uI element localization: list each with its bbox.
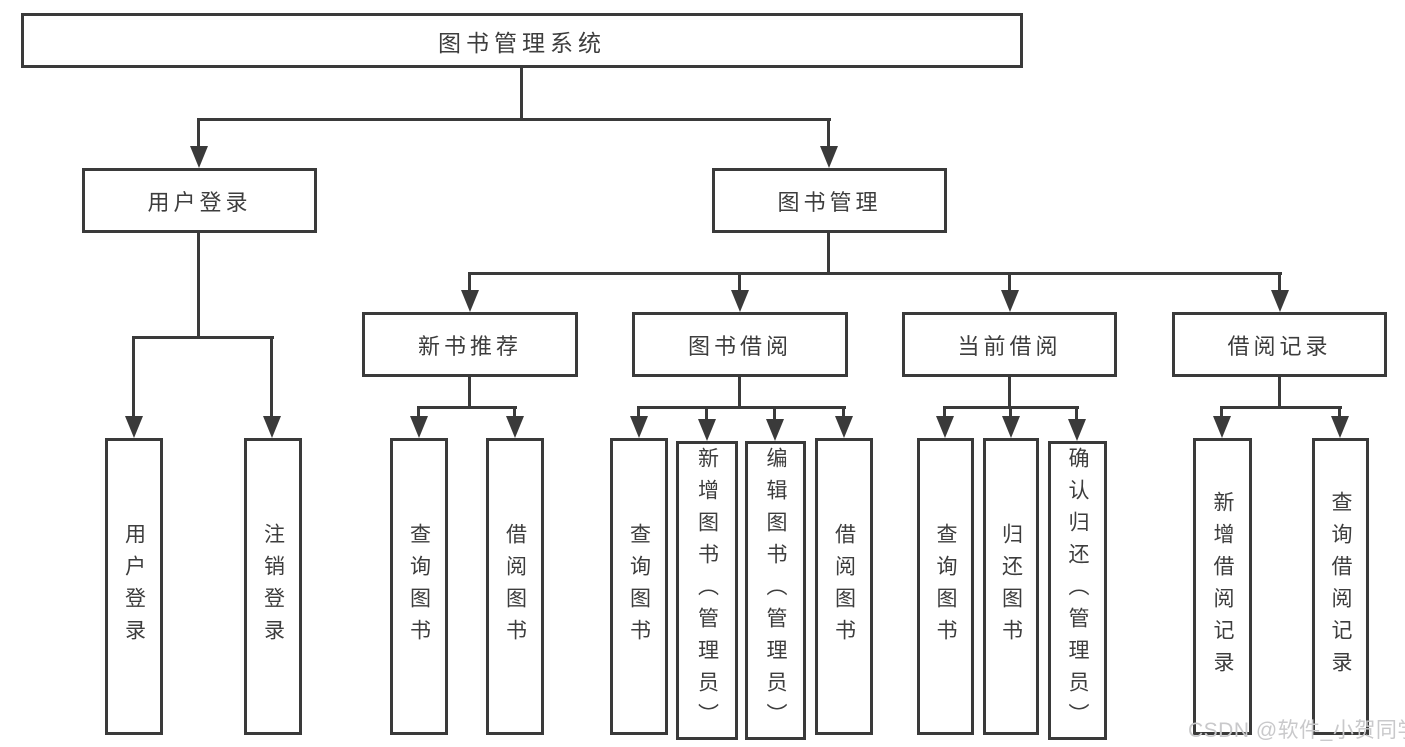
node-bb-query: 查询图书 <box>610 438 668 735</box>
connector-line <box>738 272 741 290</box>
arrow-down-icon <box>1213 416 1231 438</box>
node-label: 新增图书（管理员） <box>695 446 719 735</box>
connector-line <box>1278 272 1281 290</box>
arrow-down-icon <box>820 146 838 168</box>
connector-line <box>705 406 708 419</box>
node-bb-borrow: 借阅图书 <box>815 438 873 735</box>
node-borrow-records: 借阅记录 <box>1172 312 1387 377</box>
node-label: 图书借阅 <box>687 333 792 359</box>
node-current-borrow: 当前借阅 <box>902 312 1117 377</box>
node-new-book-rec: 新书推荐 <box>362 312 578 377</box>
node-book-mgmt: 图书管理 <box>712 168 947 233</box>
arrow-down-icon <box>263 416 281 438</box>
node-br-query: 查询借阅记录 <box>1312 438 1369 735</box>
connector-line <box>1338 406 1341 416</box>
node-label: 用户登录 <box>122 522 146 651</box>
node-label: 归还图书 <box>999 522 1023 651</box>
connector-line <box>773 406 776 419</box>
node-user-login: 用户登录 <box>105 438 163 735</box>
node-label: 查询借阅记录 <box>1329 490 1352 683</box>
arrow-down-icon <box>1002 416 1020 438</box>
connector-line <box>1278 377 1281 407</box>
connector-line <box>1220 406 1342 409</box>
node-label: 图书管理 <box>777 189 882 215</box>
arrow-down-icon <box>461 290 479 312</box>
arrow-down-icon <box>835 416 853 438</box>
connector-line <box>1220 406 1223 416</box>
node-nb-query: 查询图书 <box>390 438 448 735</box>
node-label: 确认归还（管理员） <box>1066 446 1089 735</box>
connector-line <box>197 118 200 146</box>
connector-line <box>943 406 946 416</box>
connector-line <box>520 68 523 118</box>
connector-line <box>417 406 517 409</box>
connector-line <box>637 406 846 409</box>
node-book-borrow: 图书借阅 <box>632 312 848 377</box>
node-label: 注销登录 <box>261 522 285 651</box>
node-br-add: 新增借阅记录 <box>1193 438 1252 735</box>
arrow-down-icon <box>766 419 784 441</box>
node-logout: 注销登录 <box>244 438 302 735</box>
connector-line <box>197 233 200 337</box>
arrow-down-icon <box>630 416 648 438</box>
arrow-down-icon <box>1331 416 1349 438</box>
node-label: 借阅图书 <box>832 522 856 651</box>
node-cb-query: 查询图书 <box>917 438 974 735</box>
connector-line <box>827 118 830 146</box>
connector-line <box>1008 272 1011 290</box>
connector-line <box>827 233 830 273</box>
arrow-down-icon <box>125 416 143 438</box>
connector-line <box>1008 377 1011 407</box>
connector-line <box>468 377 471 407</box>
node-label: 查询图书 <box>407 522 431 651</box>
connector-line <box>132 336 135 416</box>
connector-line <box>513 406 516 416</box>
watermark-text: CSDN @软件_小贺同学 <box>1188 719 1405 742</box>
node-bb-add: 新增图书（管理员） <box>676 441 738 740</box>
node-root: 图书管理系统 <box>21 13 1023 68</box>
node-user-login-group: 用户登录 <box>82 168 317 233</box>
arrow-down-icon <box>936 416 954 438</box>
node-label: 查询图书 <box>627 522 651 651</box>
arrow-down-icon <box>1068 419 1086 441</box>
connector-line <box>417 406 420 416</box>
connector-line <box>637 406 640 416</box>
connector-line <box>1075 406 1078 419</box>
connector-line <box>270 336 273 416</box>
connector-line <box>468 272 471 290</box>
arrow-down-icon <box>1271 290 1289 312</box>
connector-line <box>468 272 1282 275</box>
node-label: 查询图书 <box>934 522 957 651</box>
arrow-down-icon <box>731 290 749 312</box>
connector-line <box>842 406 845 416</box>
node-label: 图书管理系统 <box>438 29 606 56</box>
node-label: 新书推荐 <box>417 333 522 359</box>
node-nb-borrow: 借阅图书 <box>486 438 544 735</box>
node-cb-confirm: 确认归还（管理员） <box>1048 441 1107 740</box>
arrow-down-icon <box>506 416 524 438</box>
arrow-down-icon <box>410 416 428 438</box>
connector-line <box>1009 406 1012 416</box>
arrow-down-icon <box>698 419 716 441</box>
node-bb-edit: 编辑图书（管理员） <box>745 441 806 740</box>
node-label: 用户登录 <box>147 189 252 215</box>
connector-line <box>197 118 831 121</box>
arrow-down-icon <box>1001 290 1019 312</box>
node-label: 新增借阅记录 <box>1211 490 1234 683</box>
node-label: 借阅图书 <box>503 522 527 651</box>
arrow-down-icon <box>190 146 208 168</box>
node-label: 借阅记录 <box>1227 333 1332 359</box>
node-cb-return: 归还图书 <box>983 438 1039 735</box>
connector-line <box>132 336 274 339</box>
connector-line <box>738 377 741 407</box>
node-label: 编辑图书（管理员） <box>764 446 787 735</box>
node-label: 当前借阅 <box>957 333 1062 359</box>
